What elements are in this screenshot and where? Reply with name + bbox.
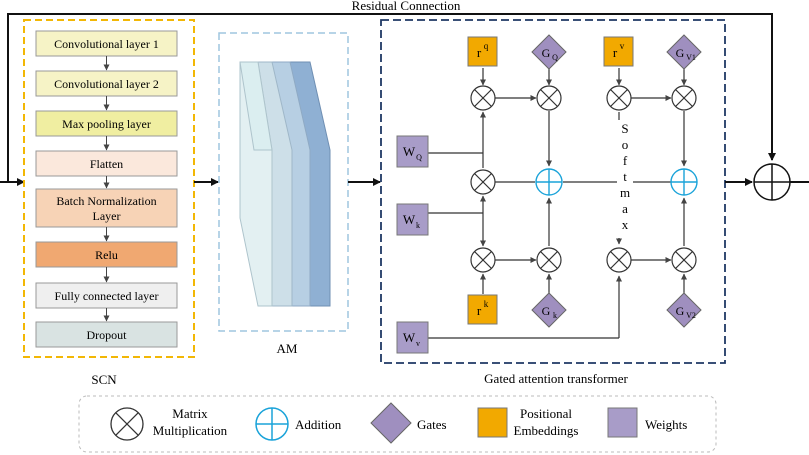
scn-layer-relu — [35, 241, 178, 268]
legend-gate-icon — [370, 402, 412, 444]
svg-text:Batch Normalization: Batch Normalization — [56, 194, 156, 208]
mult-node-k2 — [536, 247, 562, 273]
svg-text:W: W — [403, 212, 416, 227]
am-slabs — [239, 61, 331, 307]
weight-v — [396, 321, 429, 354]
svg-text:f: f — [623, 153, 628, 168]
legend-addition-icon — [255, 407, 289, 441]
svg-text:Layer: Layer — [93, 209, 121, 223]
svg-text:a: a — [622, 201, 628, 216]
residual-label: Residual Connection — [352, 0, 461, 13]
svg-text:W: W — [403, 144, 416, 159]
scn-block: Convolutional layer 1 Convolutional laye… — [23, 19, 195, 387]
mult-node-v3 — [606, 247, 632, 273]
gat-caption: Gated attention transformer — [484, 371, 628, 386]
legend-pos-line1: Positional — [520, 406, 572, 421]
svg-text:Fully connected layer: Fully connected layer — [55, 289, 159, 303]
legend-addition-label: Addition — [295, 417, 342, 432]
softmax-label — [617, 120, 633, 238]
svg-text:v: v — [620, 41, 625, 51]
svg-text:V2: V2 — [686, 311, 696, 320]
legend-multiplication-icon — [110, 407, 144, 441]
final-addition-node — [753, 163, 791, 201]
mult-node-q2 — [536, 85, 562, 111]
svg-text:Q: Q — [552, 53, 558, 62]
weight-k — [396, 203, 429, 236]
residual-connection: Residual Connection — [7, 0, 776, 182]
gate-v1 — [666, 34, 702, 70]
svg-text:k: k — [553, 311, 557, 320]
svg-text:Dropout: Dropout — [87, 328, 128, 342]
scn-caption: SCN — [91, 372, 117, 387]
svg-text:Convolutional layer 1: Convolutional layer 1 — [54, 37, 159, 51]
mult-node-q1 — [470, 85, 496, 111]
scn-layer-dropout — [35, 321, 178, 348]
svg-text:k: k — [416, 221, 420, 230]
legend-matrix-line2: Multiplication — [153, 423, 228, 438]
legend-weights-label: Weights — [645, 417, 687, 432]
svg-text:V1: V1 — [686, 53, 696, 62]
svg-text:Relu: Relu — [95, 248, 118, 262]
svg-text:G: G — [542, 46, 551, 60]
weight-q — [396, 135, 429, 168]
svg-text:o: o — [622, 137, 629, 152]
legend-positional-icon — [477, 407, 508, 438]
rv-embedding — [603, 36, 634, 67]
svg-text:G: G — [676, 304, 685, 318]
svg-text:k: k — [484, 299, 489, 309]
legend-weight-icon — [607, 407, 638, 438]
multiplication-nodes — [470, 85, 697, 273]
svg-text:Max pooling layer: Max pooling layer — [62, 117, 151, 131]
add-node-v — [670, 168, 698, 196]
svg-text:G: G — [676, 46, 685, 60]
scn-layer-fc — [35, 282, 178, 309]
legend-matrix-line1: Matrix — [172, 406, 208, 421]
scn-layer-conv1 — [35, 30, 178, 57]
gate-v2 — [666, 292, 702, 328]
svg-text:v: v — [416, 339, 420, 348]
svg-text:x: x — [622, 217, 629, 232]
am-caption: AM — [277, 341, 298, 356]
svg-text:W: W — [403, 330, 416, 345]
svg-text:r: r — [477, 45, 482, 60]
gate-q — [531, 34, 567, 70]
svg-text:t: t — [623, 169, 627, 184]
legend: Matrix Multiplication Addition Gates Pos… — [78, 395, 717, 453]
legend-gates-label: Gates — [417, 417, 447, 432]
softmax-letters: S o f t m a x — [620, 121, 630, 232]
legend-pos-line2: Embeddings — [514, 423, 579, 438]
mult-node-mid — [470, 169, 496, 195]
rk-embedding — [467, 294, 498, 325]
rq-embedding — [467, 36, 498, 67]
scn-layer-flatten — [35, 150, 178, 177]
svg-text:r: r — [613, 45, 618, 60]
scn-layer-conv2 — [35, 70, 178, 97]
addition-nodes — [535, 168, 698, 196]
svg-text:m: m — [620, 185, 630, 200]
mult-node-k1 — [470, 247, 496, 273]
svg-text:r: r — [477, 303, 482, 318]
scn-layer-batchnorm — [35, 188, 178, 228]
add-node-qk — [535, 168, 563, 196]
mult-node-v4 — [671, 247, 697, 273]
mult-node-v1 — [606, 85, 632, 111]
gate-k — [531, 292, 567, 328]
am-block: AM — [218, 32, 349, 356]
svg-text:Q: Q — [416, 153, 422, 162]
svg-text:S: S — [621, 121, 628, 136]
legend-border — [78, 395, 717, 453]
gat-border — [380, 19, 726, 364]
svg-text:Convolutional layer 2: Convolutional layer 2 — [54, 77, 159, 91]
svg-text:Flatten: Flatten — [90, 157, 123, 171]
mult-node-v2 — [671, 85, 697, 111]
svg-text:G: G — [542, 304, 551, 318]
gat-block: r q r v r k G Q G V1 G k G V2 W Q W k W … — [380, 19, 726, 386]
svg-text:q: q — [484, 41, 489, 51]
